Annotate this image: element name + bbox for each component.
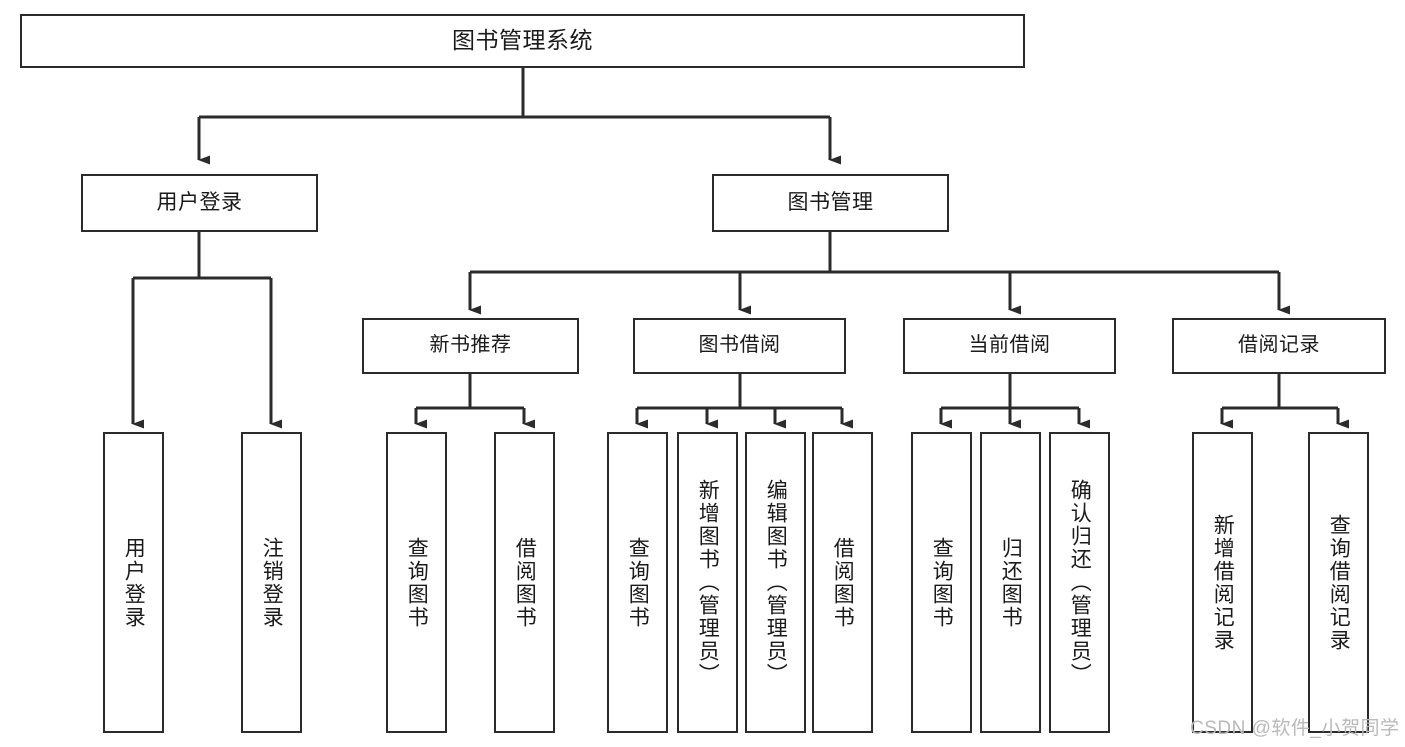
leaf-add-book[interactable]: 新增图书（管理员）: [677, 432, 738, 733]
node-book-borrow-label: 图书借阅: [698, 334, 781, 357]
leaf-query-record[interactable]: 查询借阅记录: [1308, 432, 1369, 733]
node-current-borrow-label: 当前借阅: [968, 334, 1051, 357]
leaf-add-record-label: 新增借阅记录: [1211, 513, 1235, 652]
node-book-manage-label: 图书管理: [787, 190, 874, 214]
leaf-confirm-return-label: 确认归还（管理员）: [1068, 479, 1092, 686]
leaf-borrow-book-2[interactable]: 借阅图书: [812, 432, 873, 733]
leaf-confirm-return[interactable]: 确认归还（管理员）: [1049, 432, 1110, 733]
csdn-watermark: CSDN @软件_小贺同学: [1190, 718, 1400, 739]
node-borrow-record[interactable]: 借阅记录: [1172, 318, 1386, 374]
leaf-borrow-book-1[interactable]: 借阅图书: [494, 432, 555, 733]
leaf-query-book-2-label: 查询图书: [626, 536, 650, 629]
node-user-login-label: 用户登录: [156, 190, 243, 214]
leaf-add-book-label: 新增图书（管理员）: [696, 479, 720, 686]
node-root[interactable]: 图书管理系统: [20, 14, 1025, 68]
leaf-logout-login-label: 注销登录: [260, 536, 284, 629]
node-root-label: 图书管理系统: [452, 27, 593, 54]
leaf-query-book-1-label: 查询图书: [405, 536, 429, 629]
leaf-query-record-label: 查询借阅记录: [1327, 513, 1351, 652]
leaf-query-book-3[interactable]: 查询图书: [911, 432, 972, 733]
leaf-borrow-book-1-label: 借阅图书: [513, 536, 537, 629]
leaf-logout-login[interactable]: 注销登录: [241, 432, 302, 733]
leaf-query-book-1[interactable]: 查询图书: [386, 432, 447, 733]
node-borrow-record-label: 借阅记录: [1238, 334, 1320, 357]
leaf-add-record[interactable]: 新增借阅记录: [1192, 432, 1253, 733]
node-book-borrow[interactable]: 图书借阅: [633, 318, 846, 374]
leaf-edit-book-label: 编辑图书（管理员）: [764, 479, 788, 686]
node-new-book-rec[interactable]: 新书推荐: [362, 318, 579, 374]
leaf-query-book-3-label: 查询图书: [930, 536, 954, 629]
leaf-edit-book[interactable]: 编辑图书（管理员）: [745, 432, 806, 733]
node-new-book-rec-label: 新书推荐: [429, 334, 512, 357]
leaf-return-book-label: 归还图书: [999, 536, 1023, 629]
leaf-return-book[interactable]: 归还图书: [980, 432, 1041, 733]
leaf-user-login-label: 用户登录: [122, 536, 146, 629]
leaf-borrow-book-2-label: 借阅图书: [831, 536, 855, 629]
leaf-user-login[interactable]: 用户登录: [103, 432, 164, 733]
node-book-manage[interactable]: 图书管理: [712, 174, 949, 232]
node-current-borrow[interactable]: 当前借阅: [903, 318, 1116, 374]
leaf-query-book-2[interactable]: 查询图书: [607, 432, 668, 733]
node-user-login[interactable]: 用户登录: [81, 174, 318, 232]
